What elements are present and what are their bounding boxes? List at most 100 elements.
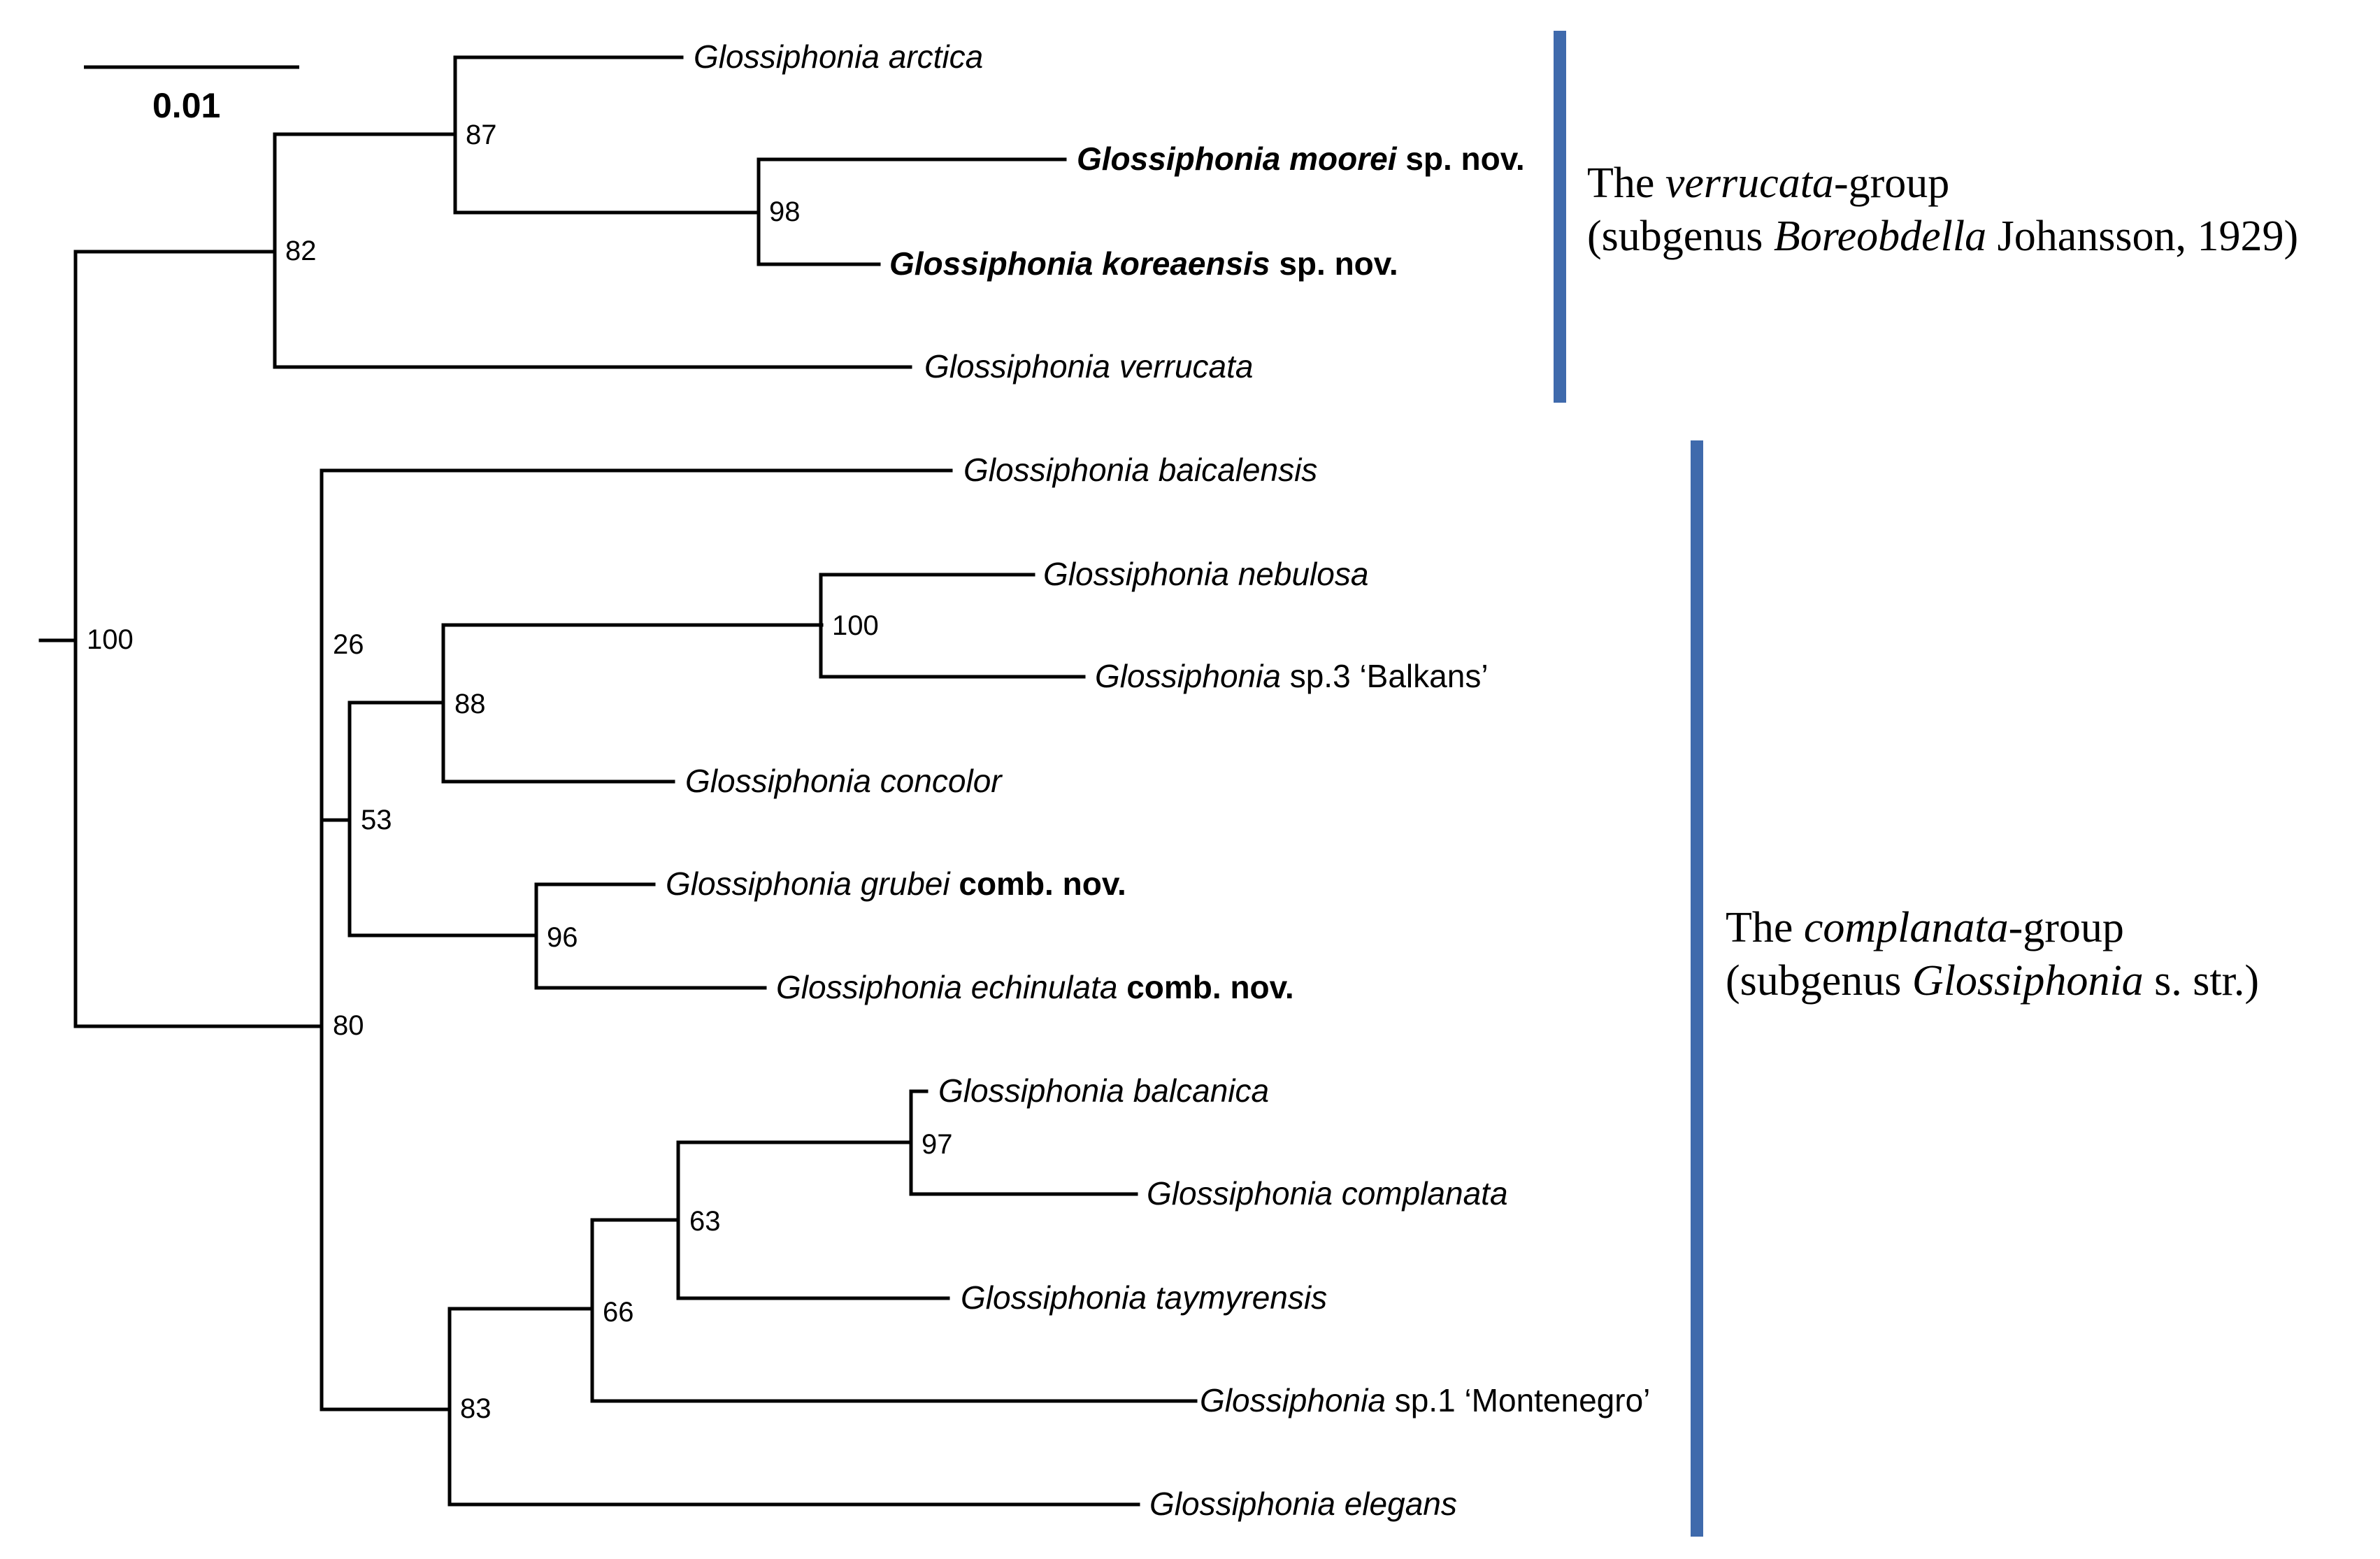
node-80 — [320, 468, 953, 1411]
group-text: The — [1726, 904, 1804, 951]
taxon-epithet: balcanica — [1133, 1072, 1269, 1109]
support-83: 83 — [460, 1393, 492, 1424]
taxon-suffix: comb. nov. — [1126, 969, 1293, 1005]
taxon-genus: Glossiphonia — [938, 1072, 1124, 1109]
scale-bar: 0.01 — [84, 65, 299, 125]
taxon-genus: Glossiphonia — [1147, 1175, 1333, 1212]
taxon-sp1: Glossiphonia sp.1 ‘Montenegro’ — [1200, 1382, 1650, 1418]
taxon-genus: Glossiphonia — [694, 38, 880, 75]
taxon-genus: Glossiphonia — [1200, 1382, 1386, 1418]
taxon-complanata: Glossiphonia complanata — [1147, 1175, 1508, 1212]
taxon-arctica: Glossiphonia arctica — [694, 38, 983, 75]
taxon-genus: Glossiphonia — [776, 969, 962, 1005]
root-node — [73, 250, 324, 1028]
taxon-suffix: sp.3 ‘Balkans’ — [1290, 658, 1489, 694]
taxon-epithet: concolor — [880, 763, 1003, 799]
group-text-italic: Boreobdella — [1774, 213, 1986, 260]
taxon-genus: Glossiphonia — [1095, 658, 1281, 694]
taxon-epithet: verrucata — [1119, 348, 1254, 385]
taxon-balcanica: Glossiphonia balcanica — [938, 1072, 1269, 1109]
taxon-epithet: moorei — [1289, 141, 1398, 177]
support-97: 97 — [922, 1129, 953, 1160]
taxon-baicalensis: Glossiphonia baicalensis — [963, 452, 1317, 488]
verrucata-group-label: The verrucata-group (subgenus Boreobdell… — [1587, 159, 2298, 260]
support-63: 63 — [689, 1206, 721, 1237]
complanata-group-title: The complanata-group — [1726, 904, 2124, 951]
node-63 — [676, 1140, 950, 1300]
taxon-verrucata: Glossiphonia verrucata — [924, 348, 1253, 385]
taxon-epithet: nebulosa — [1238, 556, 1369, 592]
taxon-epithet: elegans — [1345, 1486, 1457, 1522]
node-nebulosa — [819, 573, 1086, 679]
taxon-sp3: Glossiphonia sp.3 ‘Balkans’ — [1095, 658, 1489, 694]
node-88 — [441, 623, 824, 784]
taxon-genus: Glossiphonia — [685, 763, 871, 799]
group-text-italic: Glossiphonia — [1912, 957, 2144, 1005]
group-text-italic: verrucata — [1665, 159, 1834, 207]
support-values: 100 82 87 98 26 80 53 88 100 96 83 66 63… — [87, 120, 953, 1424]
taxon-grubei: Glossiphonia grubei comb. nov. — [666, 865, 1126, 902]
support-66: 66 — [603, 1297, 634, 1328]
taxon-koreaensis: Glossiphonia koreaensis sp. nov. — [889, 245, 1398, 282]
taxon-labels: Glossiphonia arctica Glossiphonia moorei… — [666, 38, 1650, 1522]
complanata-group-subgenus: (subgenus Glossiphonia s. str.) — [1726, 957, 2259, 1005]
group-text: (subgenus — [1587, 213, 1774, 260]
tree-branches — [38, 55, 1198, 1507]
node-83 — [447, 1307, 1140, 1507]
taxon-genus: Glossiphonia — [666, 865, 852, 902]
complanata-group-bar — [1691, 440, 1703, 1537]
node-66 — [590, 1218, 1198, 1403]
group-text: Johansson, 1929) — [1986, 213, 2298, 260]
verrucata-group-subgenus: (subgenus Boreobdella Johansson, 1929) — [1587, 213, 2298, 260]
group-text-italic: complanata — [1804, 904, 2009, 951]
support-80: 80 — [333, 1010, 364, 1041]
support-82: 82 — [285, 236, 317, 266]
node-87 — [453, 55, 761, 215]
group-text: (subgenus — [1726, 957, 1912, 1005]
taxon-genus: Glossiphonia — [1149, 1486, 1335, 1522]
taxon-genus: Glossiphonia — [963, 452, 1149, 488]
group-text: -group — [1834, 159, 1949, 207]
support-nebulosa: 100 — [832, 610, 879, 641]
support-98: 98 — [769, 196, 801, 227]
node-96 — [534, 882, 767, 990]
taxon-epithet: baicalensis — [1159, 452, 1318, 488]
taxon-epithet: grubei — [861, 865, 952, 902]
taxon-suffix: comb. nov. — [959, 865, 1126, 902]
scale-bar-label: 0.01 — [152, 86, 220, 125]
taxon-genus: Glossiphonia — [1043, 556, 1229, 592]
node-97 — [909, 1089, 1138, 1196]
support-87: 87 — [466, 120, 497, 150]
taxon-echinulata: Glossiphonia echinulata comb. nov. — [776, 969, 1294, 1005]
taxon-genus: Glossiphonia — [889, 245, 1093, 282]
group-text: -group — [2009, 904, 2124, 951]
group-text: The — [1587, 159, 1665, 207]
taxon-genus: Glossiphonia — [1077, 141, 1280, 177]
support-88: 88 — [454, 689, 486, 719]
taxon-epithet: arctica — [889, 38, 983, 75]
verrucata-group-title: The verrucata-group — [1587, 159, 1949, 207]
node-82 — [273, 132, 912, 369]
support-26: 26 — [333, 629, 364, 660]
taxon-taymyrensis: Glossiphonia taymyrensis — [961, 1279, 1327, 1316]
taxon-nebulosa: Glossiphonia nebulosa — [1043, 556, 1368, 592]
complanata-group-label: The complanata-group (subgenus Glossipho… — [1726, 904, 2259, 1005]
taxon-moorei: Glossiphonia moorei sp. nov. — [1077, 141, 1525, 177]
taxon-genus: Glossiphonia — [961, 1279, 1147, 1316]
taxon-genus: Glossiphonia — [924, 348, 1110, 385]
support-96: 96 — [547, 922, 578, 953]
taxon-suffix: sp.1 ‘Montenegro’ — [1395, 1382, 1651, 1418]
node-53 — [347, 701, 538, 937]
taxon-elegans: Glossiphonia elegans — [1149, 1486, 1457, 1522]
taxon-suffix: sp. nov. — [1405, 141, 1524, 177]
taxon-suffix: sp. nov. — [1279, 245, 1398, 282]
support-root: 100 — [87, 624, 134, 655]
node-98 — [757, 157, 1067, 266]
taxon-concolor: Glossiphonia concolor — [685, 763, 1003, 799]
taxon-epithet: echinulata — [971, 969, 1118, 1005]
taxon-epithet: taymyrensis — [1156, 1279, 1327, 1316]
taxon-epithet: koreaensis — [1102, 245, 1270, 282]
support-53: 53 — [361, 805, 392, 835]
group-text: s. str.) — [2144, 957, 2259, 1005]
